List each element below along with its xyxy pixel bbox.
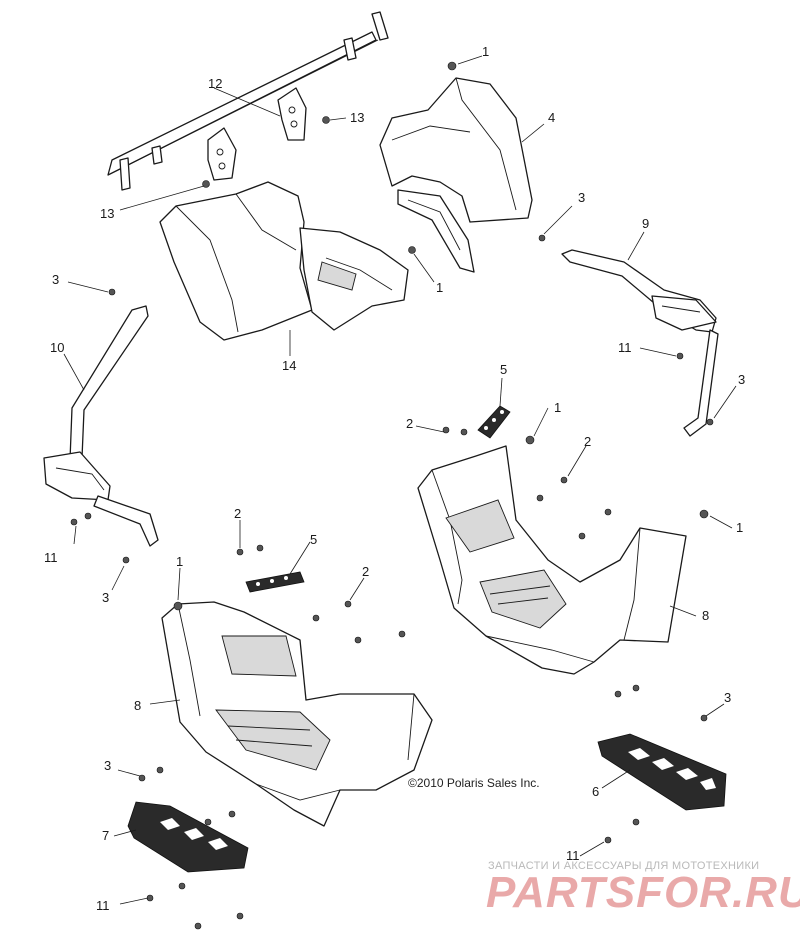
callout-13: 13 [100, 206, 114, 221]
part-8-footwell-left [161, 601, 433, 827]
callout-11: 11 [96, 898, 110, 913]
part-5-bracket-right [477, 405, 511, 439]
part-5-bracket-left [245, 571, 305, 593]
callout-1: 1 [736, 520, 743, 535]
part-9-rail-right [561, 249, 719, 437]
callout-8: 8 [702, 608, 709, 623]
watermark-tagline: ЗАПЧАСТИ И АКСЕССУАРЫ ДЛЯ МОТОТЕХНИКИ [488, 860, 760, 872]
watermark-logo: PARTSFOR.RU [486, 868, 800, 917]
callout-3: 3 [724, 690, 731, 705]
callout-14: 14 [282, 358, 296, 373]
callout-5: 5 [310, 532, 317, 547]
fasteners [70, 61, 714, 930]
part-14-front-fender-left [159, 181, 409, 341]
callout-8: 8 [134, 698, 141, 713]
callout-3: 3 [102, 590, 109, 605]
callout-9: 9 [642, 216, 649, 231]
callout-3: 3 [52, 272, 59, 287]
copyright-text: ©2010 Polaris Sales Inc. [408, 776, 540, 790]
callout-1: 1 [554, 400, 561, 415]
leader-lines [63, 55, 737, 905]
callout-3: 3 [104, 758, 111, 773]
callout-7: 7 [102, 828, 109, 843]
callout-3: 3 [738, 372, 745, 387]
callout-5: 5 [500, 362, 507, 377]
callout-13: 13 [350, 110, 364, 125]
callout-12: 12 [208, 76, 222, 91]
callout-2: 2 [584, 434, 591, 449]
callout-6: 6 [592, 784, 599, 799]
callout-11: 11 [566, 848, 580, 863]
callout-11: 11 [44, 550, 58, 565]
callout-3: 3 [578, 190, 585, 205]
callout-1: 1 [482, 44, 489, 59]
callout-2: 2 [362, 564, 369, 579]
part-8-footwell-right [417, 445, 687, 675]
callout-10: 10 [50, 340, 64, 355]
callout-1: 1 [176, 554, 183, 569]
callout-1: 1 [436, 280, 443, 295]
part-12-rail [107, 11, 389, 191]
callout-2: 2 [406, 416, 413, 431]
part-7-footrest-left [127, 801, 249, 873]
callout-labels: 1 4 12 13 13 1 14 3 10 3 9 11 3 5 1 2 2 … [44, 44, 745, 913]
callout-4: 4 [548, 110, 555, 125]
part-6-footrest-right [597, 733, 727, 811]
callout-11: 11 [618, 340, 632, 355]
part-4-front-fender-right [379, 77, 533, 273]
callout-2: 2 [234, 506, 241, 521]
part-10-rail-left [43, 305, 159, 547]
